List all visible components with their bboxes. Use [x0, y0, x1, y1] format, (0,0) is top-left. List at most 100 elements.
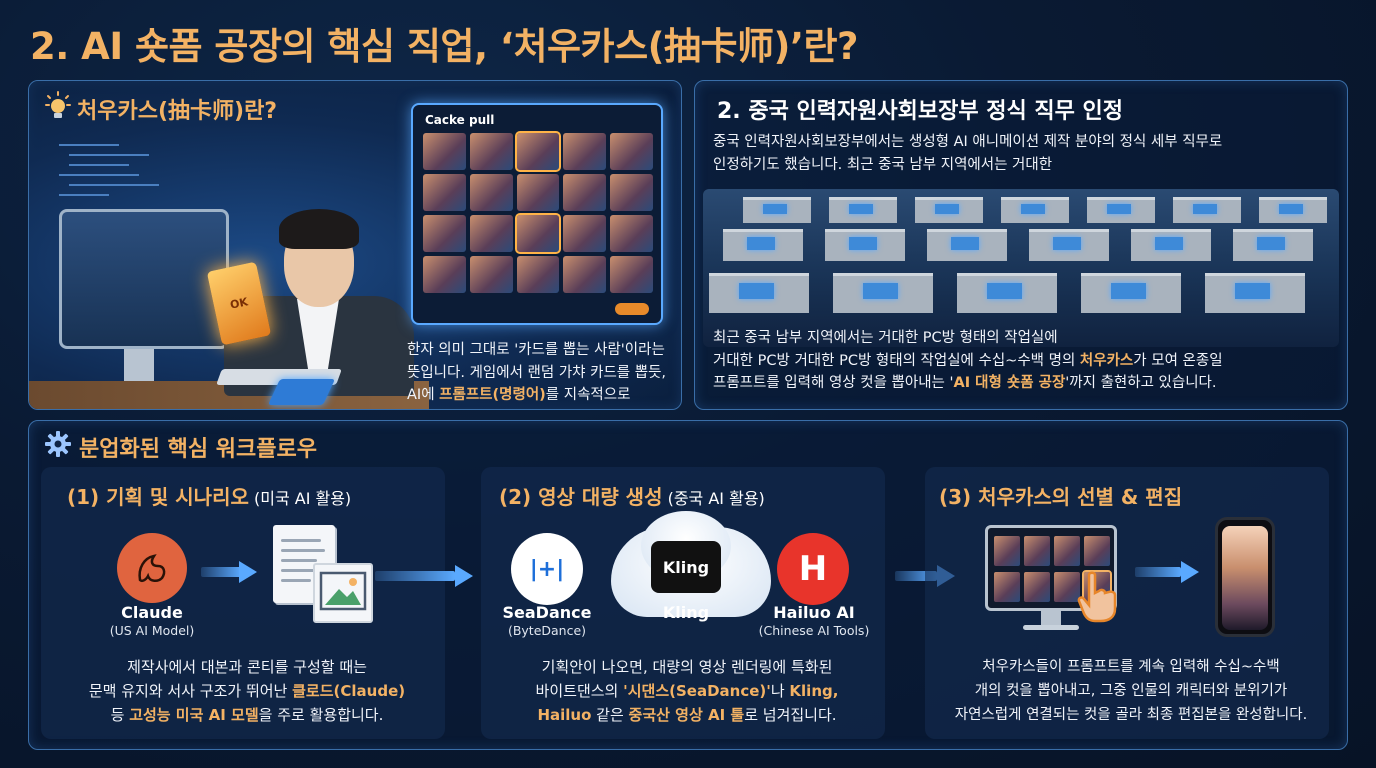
text-segment: 등: [110, 706, 130, 724]
text-line: 인정하기도 했습니다. 최근 중국 남부 지역에서는 거대한: [713, 156, 1053, 173]
cubicle-screen: [1279, 203, 1304, 214]
lightbulb-icon: [45, 91, 71, 118]
card-title: (1) 기획 및 시나리오 (미국 AI 활용): [67, 485, 352, 509]
cubicle-screen: [1155, 237, 1183, 250]
text-line: AI에 프롬프트(명령어)를 지속적으로: [407, 384, 677, 407]
video-thumbnail: [563, 256, 607, 293]
video-thumbnail: [994, 572, 1020, 602]
cubicle-screen: [747, 237, 775, 250]
video-thumbnail: [469, 256, 513, 293]
text-line: 거대한 PC방 거대한 PC방 형태의 작업실에 수십~수백 명의 처우카스가 …: [713, 350, 1338, 373]
definition-heading: 처우카스(抽卡师)란?: [77, 99, 278, 124]
phone-screen: [1222, 526, 1268, 630]
text-segment: 문맥 유지와 서사 구조가 뛰어난: [88, 682, 293, 700]
cubicle-screen: [1107, 203, 1132, 214]
highlight-text: Kling,: [789, 682, 839, 700]
video-thumbnail: [1084, 536, 1110, 566]
card-pull-screen: Cacke pull: [411, 103, 663, 325]
claude-name: Claude: [121, 603, 183, 622]
arrow-icon: [201, 561, 257, 583]
cubicle-screen: [763, 203, 788, 214]
workflow-card-planning: (1) 기획 및 시나리오 (미국 AI 활용) Claude (US AI M…: [41, 467, 445, 739]
gear-icon: [45, 431, 71, 457]
kling-name: Kling: [662, 603, 710, 622]
seadance-name: SeaDance: [502, 603, 592, 622]
cubicle: [1081, 273, 1181, 313]
workflow-panel: 분업화된 핵심 워크플로우 (1) 기획 및 시나리오 (미국 AI 활용) C…: [28, 420, 1348, 750]
claude-sub: (US AI Model): [109, 623, 195, 638]
cubicle-screen: [849, 203, 874, 214]
text-segment: 바이트댄스의: [535, 682, 624, 700]
text-segment: 개의 컷을 뽑아내고, 그중 인물의 캐릭터와 분위기가: [974, 683, 1288, 699]
text-segment: 같은: [591, 706, 629, 724]
illustration-scene: OK Cacke pull: [29, 81, 681, 409]
video-thumbnail: [1054, 572, 1080, 602]
claude-mark-icon: [138, 554, 166, 583]
text-segment: 입력해: [407, 410, 452, 411]
highlight-text: 프롬프트(명령어): [439, 387, 546, 403]
cubicle-screen: [987, 283, 1022, 299]
video-thumbnail: [469, 174, 513, 211]
video-thumbnail: [516, 174, 560, 211]
text-segment: 프롬프트를 입력해 영상 컷을 뽑아내는 ': [713, 375, 954, 391]
hailuo-sub: (Chinese AI Tools): [758, 623, 870, 638]
cubicle-screen: [739, 283, 774, 299]
text-segment: 최근 중국 남부 지역에서는 거대한 PC방 형태의 작업실에: [713, 330, 1058, 346]
highlight-text: '시댄스(SeaDance)': [623, 682, 771, 700]
video-thumbnail: [610, 256, 653, 293]
text-line: 중국 인력자원사회보장부에서는 생성형 AI 애니메이션 제작 분야의 정식 세…: [713, 134, 1223, 150]
monitor-base: [1023, 625, 1079, 630]
smartphone-icon: [1215, 517, 1275, 637]
video-thumbnail: [423, 256, 466, 293]
text-segment: 로 넘겨집니다.: [744, 706, 837, 724]
cubicle-screen: [1053, 237, 1081, 250]
video-thumbnail: [563, 215, 607, 252]
cubicle-screen: [935, 203, 960, 214]
pc-room-office-illustration: [703, 189, 1339, 347]
highlight-text: 중국산 영상 AI 툴: [628, 706, 745, 724]
video-thumbnail: [610, 133, 653, 170]
text-line: 바이트댄스의 '시댄스(SeaDance)'나 Kling,: [497, 679, 877, 703]
desktop-monitor: [59, 209, 229, 349]
text-line: 입력해 수백 개의 영상을 출력한 뒤: [407, 407, 677, 411]
screen-title: Cacke pull: [425, 113, 495, 127]
text-line: 프롬프트를 입력해 영상 컷을 뽑아내는 'AI 대형 숏폼 공장'까지 출현하…: [713, 372, 1338, 395]
cubicle-screen: [1111, 283, 1146, 299]
text-line: 기획안이 나오면, 대량의 영상 렌더링에 특화된: [497, 655, 877, 679]
kling-logo: Kling: [651, 541, 721, 593]
text-segment: 거대한 PC방 거대한 PC방 형태의 작업실에 수십~수백 명의: [713, 352, 1080, 369]
highlight-text: 처우카스: [1079, 352, 1134, 369]
workflow-heading: 분업화된 핵심 워크플로우: [79, 437, 317, 462]
claude-logo: [117, 533, 187, 603]
highlight-text: 클로드(Claude): [292, 682, 406, 700]
cubicle-screen: [1021, 203, 1046, 214]
text-line: 문맥 유지와 서사 구조가 뛰어난 클로드(Claude): [57, 679, 437, 703]
arrow-icon: [1135, 561, 1199, 583]
video-thumbnail: [994, 536, 1020, 566]
text-segment: 뜻입니다. 게임에서 랜덤 가챠 카드를 뽑듯,: [407, 364, 667, 381]
video-thumbnail: [423, 133, 466, 170]
monitor-stand: [1041, 611, 1061, 625]
screen-button: [615, 303, 649, 315]
text-segment: 가 모여 온종일: [1133, 352, 1223, 369]
workflow-card-generation: (2) 영상 대량 생성 (중국 AI 활용) Kling |+| H SeaD…: [481, 467, 885, 739]
text-segment: 나: [770, 682, 790, 700]
text-segment: AI에: [407, 387, 440, 403]
text-line: 최근 중국 남부 지역에서는 거대한 PC방 형태의 작업실에: [713, 327, 1338, 350]
page-title: 2. AI 숏폼 공장의 핵심 직업, ‘처우카스(抽卡师)’란?: [30, 25, 859, 68]
video-thumbnail: [423, 215, 466, 252]
video-thumbnail: [1024, 572, 1050, 602]
hailuo-logo: H: [777, 533, 849, 605]
workflow-card-selection: (3) 처우카스의 선별 & 편집 처우카스들이 프롬프트를 계속 입력해 수십…: [925, 467, 1329, 739]
text-segment: 처우카스들이 프롬프트를 계속 입력해 수십~수백: [982, 659, 1280, 675]
text-segment: 제작사에서 대본과 콘티를 구성할 때는: [127, 658, 367, 676]
video-thumbnail: [423, 174, 466, 211]
video-thumbnail: [563, 174, 607, 211]
code-lines-decoration: [59, 144, 159, 196]
text-line: 처우카스들이 프롬프트를 계속 입력해 수십~수백: [935, 655, 1327, 679]
arrow-icon: [375, 565, 473, 587]
text-segment: 를 지속적으로: [545, 387, 631, 403]
